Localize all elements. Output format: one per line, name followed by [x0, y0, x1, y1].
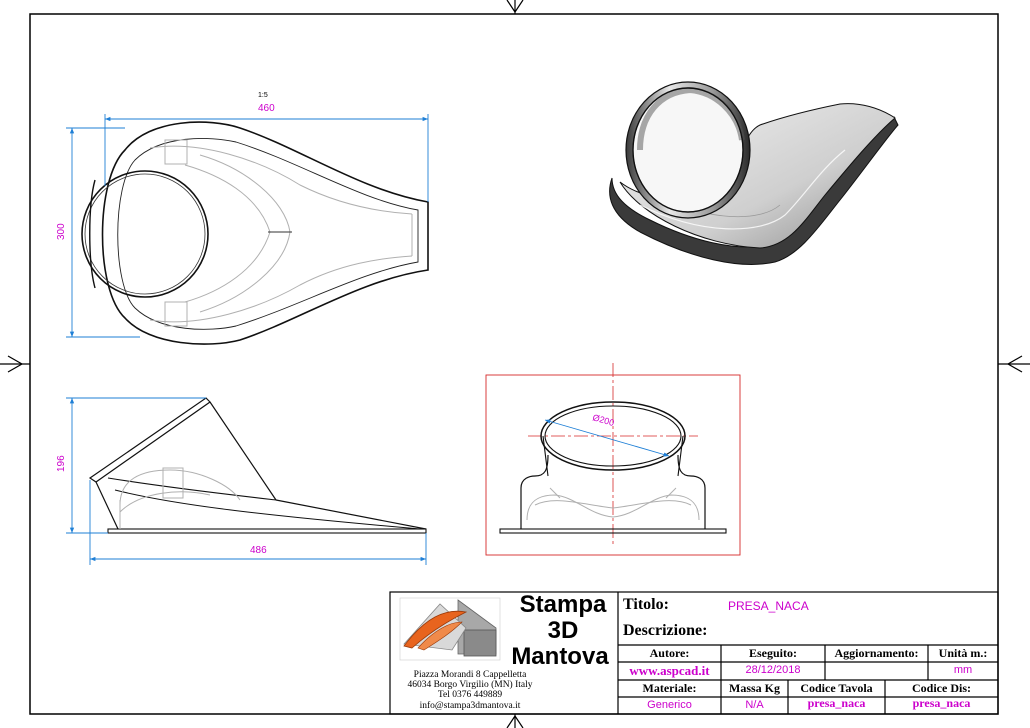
dim-top-height: 300 — [56, 223, 67, 240]
autore-value: www.aspcad.it — [629, 663, 710, 678]
company-phone: Tel 0376 449889 — [437, 690, 503, 700]
front-view — [485, 363, 741, 556]
dim-line-diameter — [544, 419, 670, 457]
scale-note: 1:5 — [258, 92, 268, 99]
codice-dis-value: presa_naca — [912, 696, 971, 710]
unita-label: Unità m.: — [938, 646, 988, 660]
company-name-line2: 3D — [547, 618, 579, 644]
titolo-label: Titolo: — [623, 596, 669, 613]
descrizione-label: Descrizione: — [623, 622, 708, 639]
top-view — [81, 121, 429, 345]
front-view-base — [499, 528, 727, 534]
front-view-duct — [540, 401, 686, 471]
side-view-base — [107, 528, 427, 534]
codice-tavola-value: presa_naca — [807, 696, 866, 710]
dim-top-width: 460 — [258, 103, 275, 114]
company-logo — [399, 597, 501, 661]
materiale-value: Generico — [647, 699, 692, 711]
iso-base-plate — [609, 116, 899, 265]
massa-value: N/A — [745, 699, 764, 711]
codice-dis-label: Codice Dis: — [912, 681, 971, 695]
dim-side-length: 486 — [250, 545, 267, 556]
isometric-view — [609, 81, 899, 265]
company-name-line3: Mantova — [511, 644, 609, 670]
dim-side-height: 196 — [56, 455, 67, 472]
side-view-dimensions — [66, 397, 427, 565]
top-view-dimensions — [66, 114, 429, 338]
unita-value: mm — [953, 664, 973, 676]
massa-label: Massa Kg — [729, 681, 780, 695]
title-block: Stampa 3D Mantova Piazza Morandi 8 Cappe… — [390, 592, 998, 714]
aggiornamento-label: Aggiornamento: — [834, 646, 919, 660]
title-block-grid — [389, 591, 999, 715]
company-address-line2: 46034 Borgo Virgilio (MN) Italy — [407, 680, 533, 690]
company-email: info@stampa3dmantova.it — [419, 701, 521, 711]
company-address-line1: Piazza Morandi 8 Cappelletta — [413, 670, 527, 680]
materiale-label: Materiale: — [642, 681, 697, 695]
side-view — [88, 397, 427, 534]
top-view-outline — [101, 121, 429, 345]
titolo-value: PRESA_NACA — [728, 599, 809, 613]
top-view-duct — [81, 170, 209, 298]
side-view-outline — [88, 397, 211, 483]
eseguito-value: 28/12/2018 — [745, 664, 801, 676]
eseguito-label: Eseguito: — [749, 646, 797, 660]
company-name-line1: Stampa — [519, 592, 607, 618]
codice-tavola-label: Codice Tavola — [800, 681, 873, 695]
autore-label: Autore: — [649, 646, 690, 660]
dim-diameter: Ø200 — [591, 412, 615, 428]
